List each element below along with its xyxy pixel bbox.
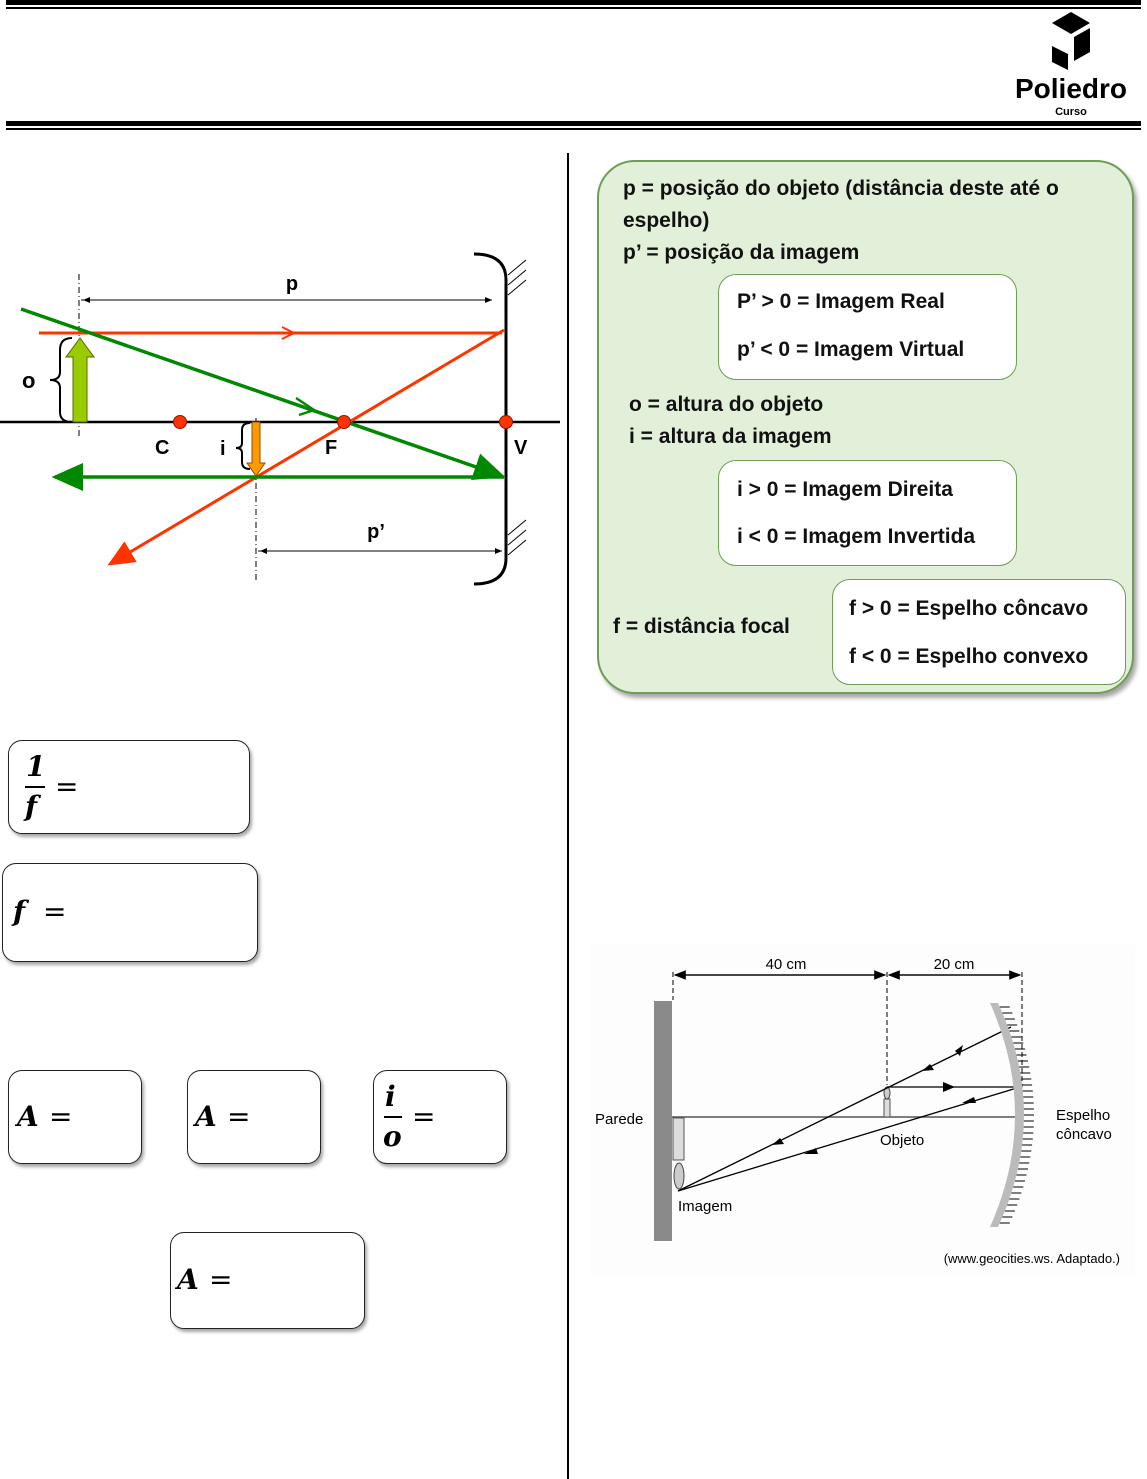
label-F: F xyxy=(325,437,337,459)
formula-lhs: A xyxy=(195,1100,217,1133)
header-top-rule-thin xyxy=(6,7,1141,9)
label-p: p xyxy=(286,273,298,295)
p-prime-real: P’ > 0 = Imagem Real xyxy=(737,290,945,313)
logo-wordmark: Poliedro xyxy=(1014,73,1127,104)
fraction-bar xyxy=(25,786,45,788)
equals-sign: = xyxy=(43,895,67,928)
fraction-numerator: 1 xyxy=(26,750,46,783)
i-inverted: i < 0 = Imagem Invertida xyxy=(737,525,976,548)
i-sign-box: i > 0 = Imagem Direita i < 0 = Imagem In… xyxy=(718,460,1017,566)
image-height-brace xyxy=(235,422,251,470)
p-prime-sign-box: P’ > 0 = Imagem Real p’ < 0 = Imagem Vir… xyxy=(718,274,1017,380)
logo-subtitle: Curso xyxy=(1055,106,1087,118)
concave-mirror-figure: 40 cm 20 cm Parede Imagem Objeto Espelho… xyxy=(590,945,1135,1275)
label-i: i xyxy=(220,438,226,460)
formula-box-f[interactable]: f = xyxy=(2,863,258,962)
wall xyxy=(654,1001,672,1241)
formula-box-one-over-f[interactable]: 1 f = xyxy=(8,740,250,834)
mirror-label-line2: côncavo xyxy=(1056,1126,1112,1143)
curved-mirror xyxy=(990,1003,1024,1227)
equals-sign: = xyxy=(412,1100,436,1133)
image-arrow xyxy=(246,421,266,477)
point-V xyxy=(499,415,513,429)
source-credit: (www.geocities.ws. Adaptado.) xyxy=(944,1251,1120,1266)
label-p-prime: p’ xyxy=(367,521,385,543)
def-o: o = altura do objeto xyxy=(629,393,824,416)
green-ray-focal xyxy=(20,307,506,481)
equals-sign: = xyxy=(209,1263,233,1296)
header-top-rule xyxy=(6,0,1141,5)
equals-sign: = xyxy=(227,1100,251,1133)
formula-box-A3[interactable]: A = xyxy=(170,1232,365,1329)
point-C xyxy=(173,415,187,429)
def-f: f = distância focal xyxy=(613,615,790,638)
column-divider xyxy=(567,153,569,1479)
header-bottom-rule-thin xyxy=(6,128,1141,130)
cube-logo-icon xyxy=(1052,12,1090,70)
def-p: p = posição do objeto (distância deste a… xyxy=(623,177,1059,200)
f-sign-box: f > 0 = Espelho côncavo f < 0 = Espelho … xyxy=(832,579,1126,685)
object-label: Objeto xyxy=(880,1132,924,1149)
definitions-box: p = posição do objeto (distância deste a… xyxy=(597,160,1134,694)
label-o: o xyxy=(22,368,35,393)
fraction-denominator: f xyxy=(25,790,38,823)
header-bottom-rule xyxy=(6,121,1141,126)
f-convex: f < 0 = Espelho convexo xyxy=(849,645,1089,668)
formula-lhs: A xyxy=(17,1100,39,1133)
formula-box-A1[interactable]: A = xyxy=(8,1070,142,1164)
def-i: i = altura da imagem xyxy=(629,425,832,448)
label-V: V xyxy=(514,437,528,459)
p-prime-virtual: p’ < 0 = Imagem Virtual xyxy=(737,338,965,361)
wall-label: Parede xyxy=(595,1111,643,1128)
dim-40-label: 40 cm xyxy=(766,956,807,973)
fraction-denominator: o xyxy=(383,1120,402,1153)
fraction-bar xyxy=(384,1116,402,1118)
image-candle xyxy=(672,1117,685,1161)
mirror-hatching xyxy=(999,1006,1034,1224)
label-C: C xyxy=(155,437,169,459)
mirror-label-line1: Espelho xyxy=(1056,1107,1110,1124)
formula-lhs: A xyxy=(177,1263,199,1296)
formula-lhs: f xyxy=(13,895,26,928)
i-direct: i > 0 = Imagem Direita xyxy=(737,478,953,501)
red-ray-reflected xyxy=(107,328,505,566)
object-candle xyxy=(883,1098,891,1118)
formula-box-A2[interactable]: A = xyxy=(187,1070,321,1164)
object-height-brace xyxy=(49,337,73,423)
formula-box-i-over-o[interactable]: i o = xyxy=(373,1070,507,1164)
f-concave: f > 0 = Espelho côncavo xyxy=(849,597,1089,620)
equals-sign: = xyxy=(55,770,79,803)
equals-sign: = xyxy=(49,1100,73,1133)
point-F xyxy=(337,415,351,429)
mirror-hatching xyxy=(507,259,527,556)
fraction-numerator: i xyxy=(385,1080,396,1113)
object-arrow xyxy=(65,337,95,423)
def-p-cont: espelho) xyxy=(623,209,710,232)
poliedro-logo: Poliedro Curso xyxy=(1000,10,1142,120)
def-p-prime: p’ = posição da imagem xyxy=(623,241,860,264)
dim-20-label: 20 cm xyxy=(934,956,975,973)
image-label: Imagem xyxy=(678,1198,732,1215)
mirror-ray-diagram: p p’ o i C F V xyxy=(0,252,560,586)
